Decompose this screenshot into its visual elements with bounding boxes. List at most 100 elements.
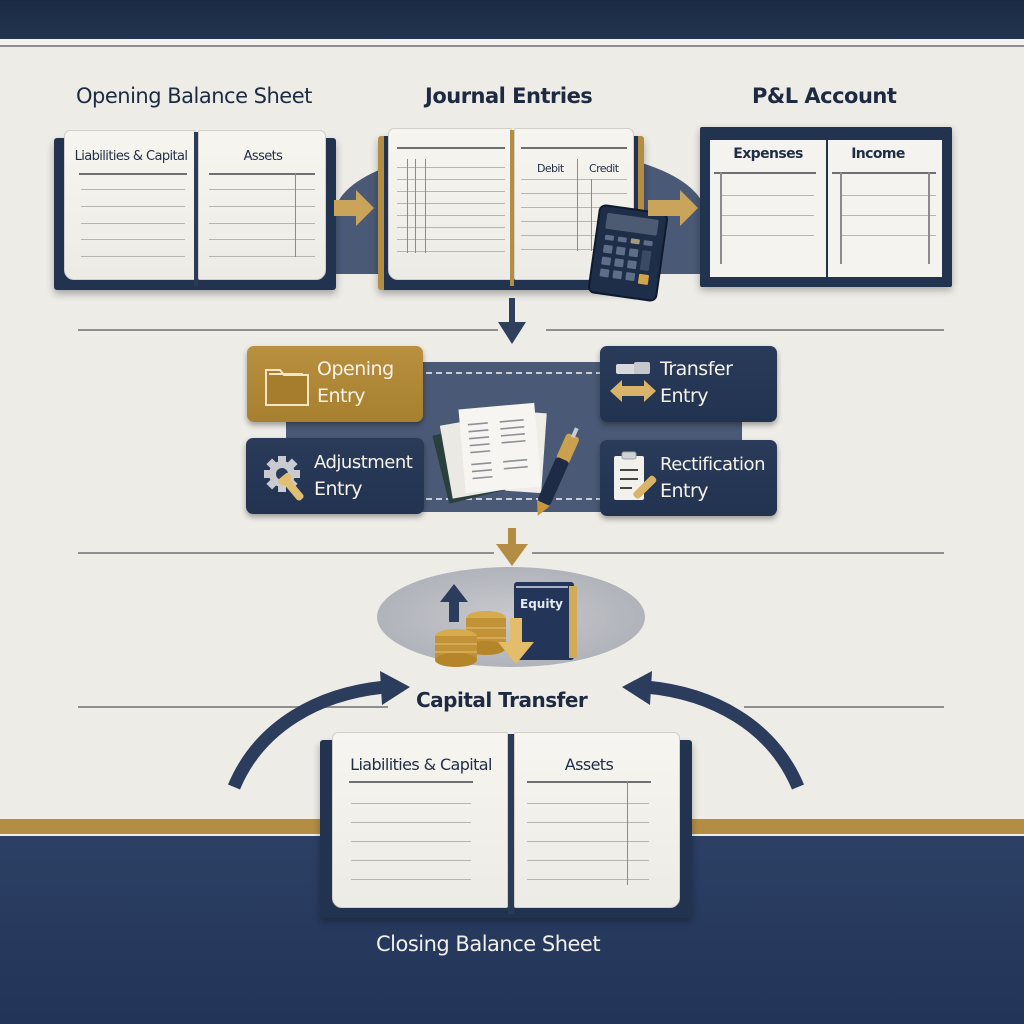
line [720, 195, 814, 196]
clipboard-pencil-icon [614, 451, 657, 500]
book-page-left [388, 128, 512, 280]
rectification-entry-label-line1: Rectification [660, 454, 765, 475]
line [720, 235, 814, 236]
closing-balance-sheet-title: Closing Balance Sheet [376, 932, 601, 956]
line [527, 822, 649, 823]
line [527, 879, 649, 880]
dashed-line [286, 498, 742, 500]
rectification-entry-card[interactable]: Rectification Entry [600, 440, 777, 516]
column-rule [425, 159, 426, 253]
opening-balance-sheet-title: Opening Balance Sheet [76, 84, 312, 108]
arrow-right-icon [334, 190, 374, 226]
dashed-line [286, 372, 742, 374]
column-rule [591, 179, 592, 251]
line [397, 239, 505, 240]
column-rule [928, 172, 930, 264]
book-page-left: Liabilities & Capital [64, 130, 196, 280]
line [81, 256, 185, 257]
line [521, 179, 627, 180]
header-rule [714, 172, 816, 174]
column-rule [627, 781, 628, 885]
book-spine [194, 132, 198, 286]
opening-entry-label-line2: Entry [317, 385, 366, 407]
line [720, 215, 814, 216]
header-rule [521, 147, 627, 149]
closing-balance-sheet-book: Liabilities & Capital Assets [320, 732, 692, 918]
line [81, 189, 185, 190]
header-rule [832, 172, 936, 174]
arrow-right-icon [648, 190, 698, 226]
line [81, 206, 185, 207]
line [209, 256, 315, 257]
header-rule [527, 781, 651, 783]
line [351, 860, 471, 861]
line [840, 195, 936, 196]
page-header-assets: Assets [564, 755, 614, 774]
divider [532, 552, 944, 554]
column-rule [840, 172, 842, 264]
divider [78, 706, 388, 708]
header-rule [397, 147, 505, 149]
line [521, 221, 627, 222]
pl-account-ledger: Expenses Income [700, 127, 952, 287]
line [397, 227, 505, 228]
arrow-down-icon [496, 528, 528, 566]
book-spine [510, 130, 514, 286]
line [81, 223, 185, 224]
income-panel: Income [828, 140, 942, 277]
line [351, 822, 471, 823]
line [521, 207, 627, 208]
opening-entry-label-line1: Opening [317, 358, 394, 380]
line [397, 179, 505, 180]
equity-book-icon: Equity [514, 582, 577, 660]
line [351, 803, 471, 804]
page-header-assets: Assets [243, 149, 283, 164]
coins-icon [435, 611, 506, 667]
gear-wrench-icon [264, 456, 304, 501]
arrow-down-icon [498, 618, 534, 664]
transfer-entry-label-line1: Transfer [660, 358, 733, 380]
arrow-up-icon [440, 584, 468, 622]
equity-label: Equity [520, 597, 563, 611]
column-header-credit: Credit [589, 162, 619, 175]
line [527, 803, 649, 804]
line [81, 239, 185, 240]
expenses-panel: Expenses [710, 140, 826, 277]
line [351, 879, 471, 880]
arrow-down-icon [498, 298, 526, 344]
opening-balance-sheet-book: Liabilities & Capital Assets [54, 130, 336, 290]
transfer-entry-card[interactable]: Transfer Entry [600, 346, 777, 422]
line [840, 235, 936, 236]
column-rule [577, 159, 578, 251]
income-header: Income [851, 146, 905, 162]
divider [546, 329, 944, 331]
line [397, 215, 505, 216]
line [521, 249, 627, 250]
swap-arrows-icon [610, 362, 656, 402]
column-rule [407, 159, 408, 253]
divider [78, 329, 498, 331]
line [397, 191, 505, 192]
line [840, 215, 936, 216]
column-rule [295, 173, 296, 257]
line [209, 206, 315, 207]
capital-icons: Equity [435, 582, 577, 667]
top-strip [0, 39, 1024, 47]
folder-icon [265, 369, 309, 406]
line [397, 167, 505, 168]
curved-arrow-right-icon [622, 671, 804, 790]
header-rule [79, 173, 187, 175]
line [521, 193, 627, 194]
top-banner [0, 0, 1024, 39]
book-page-left: Liabilities & Capital [332, 732, 508, 908]
expenses-header: Expenses [733, 146, 803, 162]
rectification-entry-label-line2: Entry [660, 480, 709, 502]
documents-pen-icon [432, 402, 579, 516]
journal-entries-title: Journal Entries [425, 84, 593, 108]
book-page-right: Assets [198, 130, 326, 280]
adjustment-entry-card[interactable]: Adjustment Entry [246, 438, 424, 514]
capital-transfer-title: Capital Transfer [416, 688, 588, 712]
opening-entry-card[interactable]: Opening Entry [247, 346, 423, 422]
transfer-entry-label-line2: Entry [660, 385, 709, 407]
divider [78, 552, 494, 554]
